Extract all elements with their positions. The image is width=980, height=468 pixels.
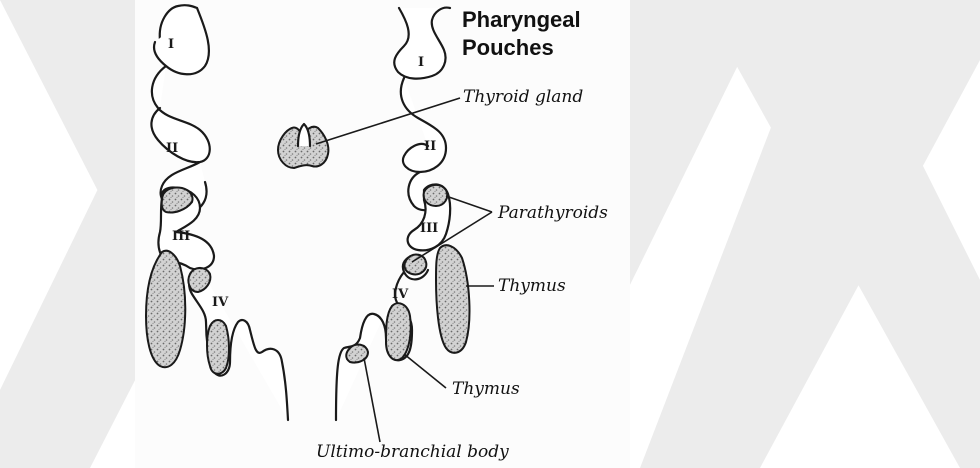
diagram-title-line-1: Pharyngeal <box>462 7 581 32</box>
right-parathyroid-four <box>405 255 427 275</box>
label-thyroid-gland: Thyroid gland <box>463 87 583 107</box>
left-pouch-numeral-2: II <box>166 141 178 156</box>
left-pouch-numeral-1: I <box>168 37 174 52</box>
right-pouch-numeral-2: II <box>424 139 436 154</box>
left-pouch-numeral-4: IV <box>212 295 229 310</box>
label-ultimobranchial-body: Ultimo-branchial body <box>316 442 509 462</box>
right-parathyroid-three <box>424 185 448 206</box>
left-pouch-numeral-3: III <box>172 229 190 244</box>
right-pouch-numeral-1: I <box>418 55 424 70</box>
label-thymus-upper: Thymus <box>498 276 566 296</box>
right-pouch-numeral-4: IV <box>392 287 409 302</box>
label-thymus-lower: Thymus <box>452 379 520 399</box>
right-pouch-numeral-3: III <box>420 221 438 236</box>
diagram-panel <box>135 0 630 468</box>
diagram-title-line-2: Pouches <box>462 35 554 60</box>
label-parathyroids: Parathyroids <box>497 203 608 223</box>
right-thymus-four <box>386 303 411 360</box>
left-thymus-four <box>207 320 229 374</box>
